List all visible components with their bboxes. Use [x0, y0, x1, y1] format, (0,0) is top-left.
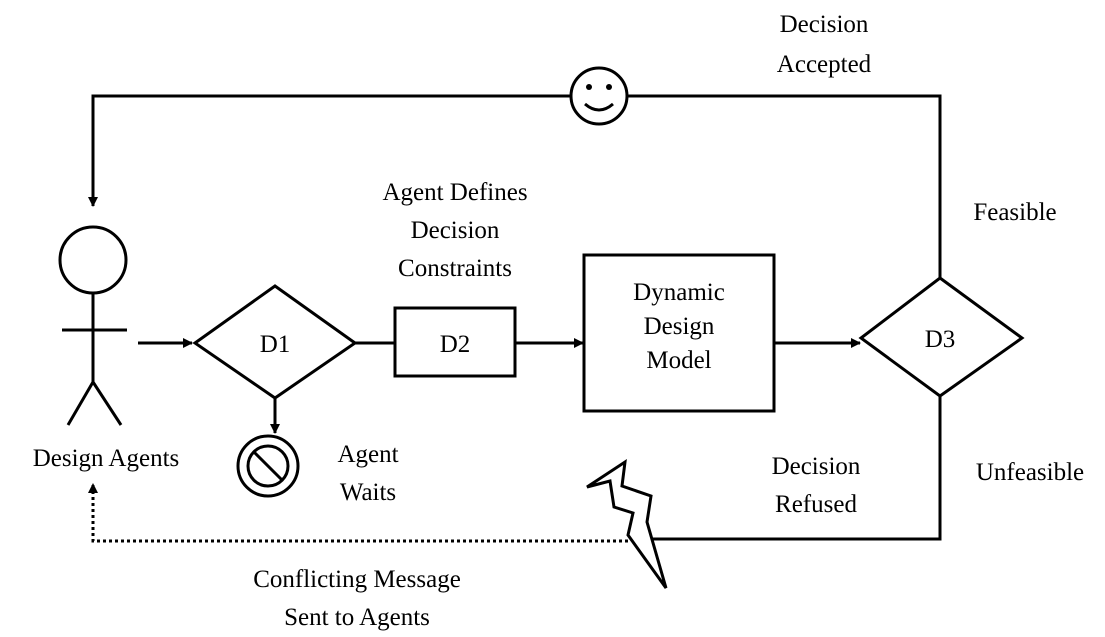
process-d2	[393, 306, 517, 378]
stick-figure-icon	[58, 225, 128, 426]
decision-refused-label-1: Decision	[772, 453, 861, 480]
unfeasible-label: Unfeasible	[976, 459, 1084, 486]
model-label-line-1: Dynamic	[633, 279, 725, 306]
decision-refused-label-2: Refused	[775, 491, 857, 518]
dynamic-design-model-box	[582, 253, 776, 413]
refused-line	[648, 396, 942, 541]
conflicting-message-line	[88, 483, 628, 543]
model-label-line-3: Model	[646, 347, 711, 374]
smiley-face-icon	[569, 66, 629, 126]
prohibited-sign-icon	[236, 434, 300, 498]
agent-defines-label-2: Decision	[411, 217, 500, 244]
agent-defines-label-3: Constraints	[398, 255, 512, 282]
agent-defines-label-1: Agent Defines	[382, 179, 527, 206]
model-label-line-2: Design	[644, 313, 715, 340]
agent-waits-label-2: Waits	[340, 479, 396, 506]
d1-label: D1	[260, 331, 291, 358]
conflicting-label-1: Conflicting Message	[253, 566, 461, 593]
conflicting-label-2: Sent to Agents	[284, 604, 430, 631]
decision-accepted-label-1: Decision	[780, 11, 869, 38]
lightning-bolt-icon	[586, 458, 668, 589]
feasible-label: Feasible	[973, 199, 1056, 226]
accepted-loop-line	[88, 94, 942, 278]
actor-label: Design Agents	[33, 445, 180, 472]
d2-label: D2	[440, 331, 471, 358]
d3-label: D3	[925, 326, 956, 353]
decision-accepted-label-2: Accepted	[777, 51, 872, 78]
agent-waits-label-1: Agent	[337, 441, 398, 468]
